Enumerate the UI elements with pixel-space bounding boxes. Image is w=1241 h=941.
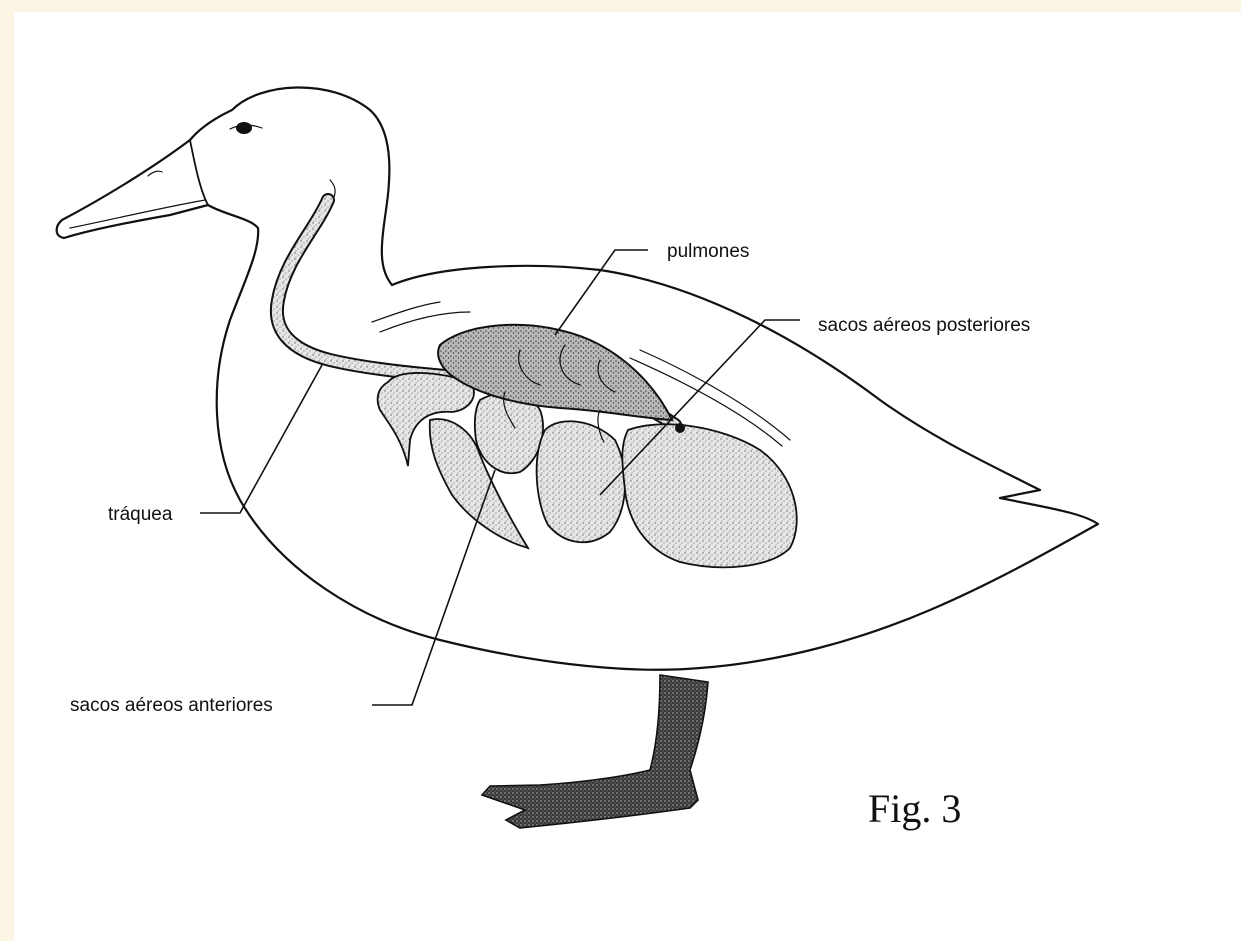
- label-sacos-aereos-posteriores: sacos aéreos posteriores: [818, 315, 1030, 336]
- label-pulmones: pulmones: [667, 241, 749, 262]
- duck-leg: [482, 675, 708, 828]
- label-sacos-aereos-anteriores: sacos aéreos anteriores: [70, 695, 273, 716]
- eye-icon: [236, 122, 252, 134]
- label-traquea: tráquea: [108, 504, 173, 525]
- figure-caption: Fig. 3: [868, 786, 961, 831]
